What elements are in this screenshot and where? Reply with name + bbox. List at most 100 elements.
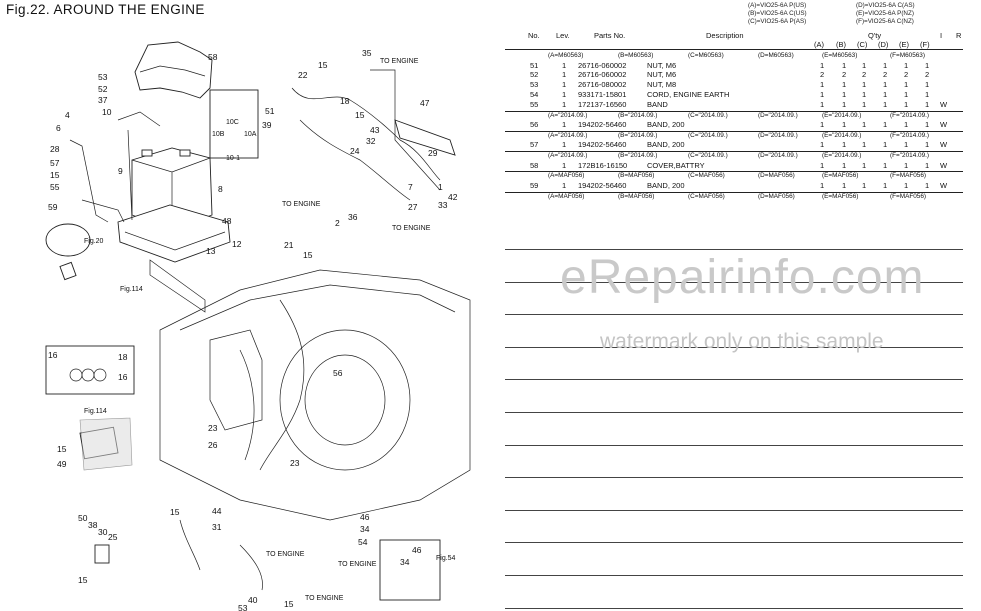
cell-qty: 2 [820, 70, 825, 80]
cell-qty: 1 [820, 99, 825, 109]
cell-description: BAND, 200 [647, 180, 685, 190]
svg-text:54: 54 [358, 537, 368, 547]
cell-qty: 1 [904, 180, 909, 190]
cell-qty: 1 [842, 89, 847, 99]
model-c: (C)=VIO25-6A P(AS) [748, 18, 807, 25]
serial-cell: (F=MAF056) [890, 172, 927, 180]
group-rule [505, 130, 963, 132]
cell-no: 59 [530, 180, 539, 190]
ruled-line [505, 314, 963, 316]
cell-qty: 1 [904, 89, 909, 99]
cell-description: NUT, M6 [647, 60, 677, 70]
cell-part-no: 26716-060002 [578, 70, 627, 80]
cell-qty: 1 [883, 60, 888, 70]
serial-cell: (E=M60563) [822, 52, 858, 59]
qty-col-b: (B) [836, 40, 846, 49]
serial-cell: (A=MAF056) [548, 192, 585, 200]
serial-cell: (C=MAF056) [688, 172, 725, 180]
svg-text:27: 27 [408, 202, 418, 212]
cell-qty: 1 [925, 60, 930, 70]
svg-text:34: 34 [360, 524, 370, 534]
cell-i: W [940, 140, 948, 150]
svg-text:58: 58 [208, 52, 218, 62]
cell-part-no: 194202-56460 [578, 180, 627, 190]
serial-cell: (E=MAF056) [822, 192, 859, 200]
svg-text:22: 22 [298, 70, 308, 80]
model-e: (E)=VIO25-6A P(NZ) [856, 10, 914, 17]
header-r: R [956, 31, 962, 40]
svg-text:30: 30 [98, 527, 108, 537]
model-f: (F)=VIO25-6A C(NZ) [856, 18, 914, 25]
qty-col-a: (A) [814, 40, 824, 49]
svg-text:15: 15 [355, 110, 365, 120]
cell-part-no: 172137-16560 [578, 99, 627, 109]
svg-text:4: 4 [65, 110, 70, 120]
cell-qty: 1 [842, 180, 847, 190]
ruled-line [505, 542, 963, 544]
cell-qty: 1 [904, 140, 909, 150]
serial-cell: (F=M60563) [890, 52, 925, 59]
group-rule [505, 151, 963, 153]
serial-cell: (D=M60563) [758, 52, 794, 59]
serial-cell: (E="2014.09.) [822, 111, 862, 119]
serial-cell: (D="2014.09.) [758, 131, 798, 139]
cell-description: BAND [647, 99, 668, 109]
svg-text:18: 18 [340, 96, 350, 106]
cell-qty: 1 [820, 60, 825, 70]
serial-range-row: (A="2014.09.)(B="2014.09.)(C="2014.09.)(… [505, 152, 965, 162]
header-qty: Q'ty [868, 31, 882, 40]
svg-text:10: 10 [102, 107, 112, 117]
cell-i: W [940, 99, 948, 109]
svg-text:38: 38 [88, 520, 98, 530]
cell-qty: 1 [862, 89, 867, 99]
cell-description: BAND, 200 [647, 120, 685, 129]
svg-text:47: 47 [420, 98, 430, 108]
cell-part-no: 26716-080002 [578, 80, 627, 90]
cell-qty: 1 [925, 120, 930, 129]
svg-text:TO ENGINE: TO ENGINE [392, 225, 431, 232]
model-d: (D)=VIO25-6A C(AS) [856, 2, 915, 9]
cell-qty: 1 [883, 160, 888, 170]
svg-text:23: 23 [290, 458, 300, 468]
svg-text:39: 39 [262, 120, 272, 130]
cell-description: CORD, ENGINE EARTH [647, 89, 730, 99]
cell-qty: 1 [883, 180, 888, 190]
svg-text:Fig.54: Fig.54 [436, 555, 456, 562]
svg-text:57: 57 [50, 158, 60, 168]
svg-text:26: 26 [208, 440, 218, 450]
cell-part-no: 194202-56460 [578, 120, 627, 129]
svg-text:44: 44 [212, 506, 222, 516]
cell-qty: 2 [883, 70, 888, 80]
cell-qty: 1 [820, 89, 825, 99]
svg-text:46: 46 [360, 512, 370, 522]
serial-cell: (C="2014.09.) [688, 131, 728, 139]
svg-text:10A: 10A [244, 131, 257, 138]
serial-cell: (B=MAF056) [618, 172, 655, 180]
cell-qty: 1 [842, 140, 847, 150]
cell-qty: 2 [925, 70, 930, 80]
qty-col-e: (E) [899, 40, 909, 49]
cell-qty: 1 [904, 120, 909, 129]
svg-text:50: 50 [78, 513, 88, 523]
svg-text:10B: 10B [212, 131, 225, 138]
svg-text:40: 40 [248, 595, 258, 605]
cell-qty: 1 [904, 60, 909, 70]
model-a: (A)=VIO25-6A P(US) [748, 2, 807, 9]
svg-text:15: 15 [284, 599, 294, 609]
svg-text:36: 36 [348, 212, 358, 222]
svg-text:21: 21 [284, 240, 294, 250]
serial-range-row: (A="2014.09.)(B="2014.09.)(C="2014.09.)(… [505, 132, 965, 142]
svg-text:8: 8 [218, 184, 223, 194]
serial-cell: (C="2014.09.) [688, 152, 728, 160]
ruled-line [505, 575, 963, 576]
cell-qty: 1 [925, 140, 930, 150]
svg-text:10-1: 10-1 [226, 155, 240, 162]
svg-text:24: 24 [350, 146, 360, 156]
figure-title: Fig.22. AROUND THE ENGINE [6, 2, 205, 17]
